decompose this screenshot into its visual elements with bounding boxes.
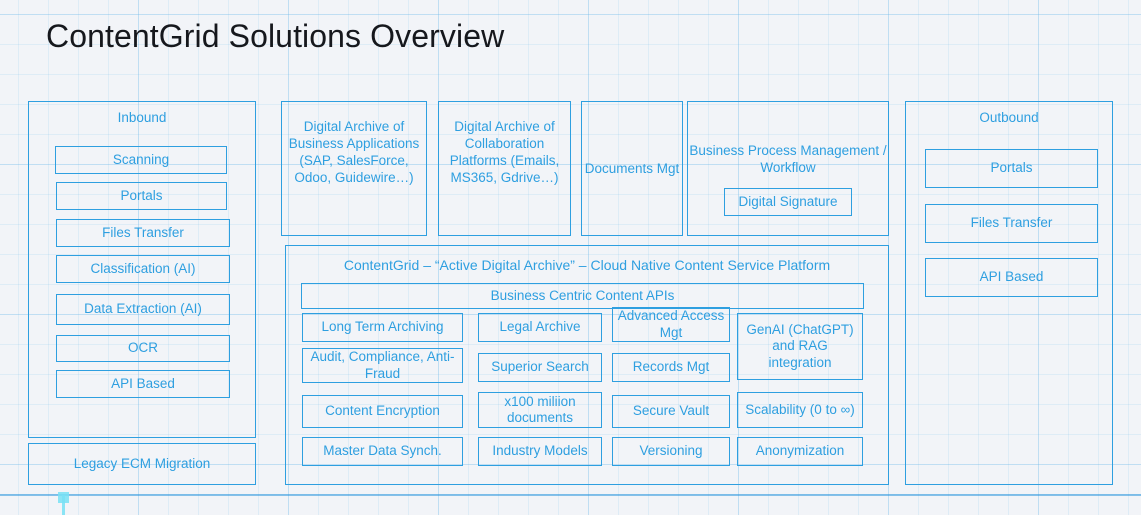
digital-signature-chip[interactable]: Digital Signature bbox=[724, 188, 852, 216]
top-box-label: Digital Archive of Business Applications… bbox=[288, 119, 420, 185]
capability-anonymization[interactable]: Anonymization bbox=[737, 437, 863, 466]
capability-secure-vault[interactable]: Secure Vault bbox=[612, 395, 730, 428]
outbound-item-api-based[interactable]: API Based bbox=[925, 258, 1098, 297]
section-outbound-label: Outbound bbox=[979, 110, 1039, 125]
top-box-label: Documents Mgt bbox=[584, 161, 680, 176]
inbound-item-classification-ai[interactable]: Classification (AI) bbox=[56, 255, 230, 283]
inbound-item-api-based[interactable]: API Based bbox=[56, 370, 230, 398]
section-contentgrid-platform[interactable]: ContentGrid – “Active Digital Archive” –… bbox=[285, 245, 889, 485]
grid-accent-line bbox=[0, 494, 1141, 496]
capability-x100-million-documents[interactable]: x100 miliion documents bbox=[478, 392, 602, 428]
top-box-label: Digital Archive of Collaboration Platfor… bbox=[449, 119, 560, 185]
outbound-item-files-transfer[interactable]: Files Transfer bbox=[925, 204, 1098, 243]
top-box-documents-mgt[interactable]: Documents Mgt bbox=[581, 101, 683, 236]
inbound-item-data-extraction-ai[interactable]: Data Extraction (AI) bbox=[56, 294, 230, 325]
inbound-item-files-transfer[interactable]: Files Transfer bbox=[56, 219, 230, 247]
capability-genai-rag[interactable]: GenAI (ChatGPT) and RAG integration bbox=[737, 313, 863, 380]
capability-content-encryption[interactable]: Content Encryption bbox=[302, 395, 463, 428]
top-box-label: Business Process Management / Workflow bbox=[689, 143, 887, 175]
canvas-guide-line bbox=[62, 495, 65, 515]
page-title: ContentGrid Solutions Overview bbox=[46, 18, 505, 54]
top-box-business-process-management[interactable]: Business Process Management / Workflow D… bbox=[687, 101, 889, 236]
section-inbound[interactable]: Inbound bbox=[28, 101, 256, 438]
capability-industry-models[interactable]: Industry Models bbox=[478, 437, 602, 466]
inbound-item-portals[interactable]: Portals bbox=[56, 182, 227, 210]
platform-title: ContentGrid – “Active Digital Archive” –… bbox=[343, 257, 831, 273]
top-box-digital-archive-business-applications[interactable]: Digital Archive of Business Applications… bbox=[281, 101, 427, 236]
capability-master-data-synch[interactable]: Master Data Synch. bbox=[302, 437, 463, 466]
capability-records-mgt[interactable]: Records Mgt bbox=[612, 353, 730, 382]
capability-superior-search[interactable]: Superior Search bbox=[478, 353, 602, 382]
inbound-item-scanning[interactable]: Scanning bbox=[55, 146, 227, 174]
outbound-item-portals[interactable]: Portals bbox=[925, 149, 1098, 188]
section-outbound[interactable]: Outbound bbox=[905, 101, 1113, 485]
section-inbound-label: Inbound bbox=[117, 110, 167, 125]
capability-versioning[interactable]: Versioning bbox=[612, 437, 730, 466]
top-box-digital-archive-collaboration-platforms[interactable]: Digital Archive of Collaboration Platfor… bbox=[438, 101, 571, 236]
inbound-item-ocr[interactable]: OCR bbox=[56, 335, 230, 362]
capability-audit-compliance-anti-fraud[interactable]: Audit, Compliance, Anti-Fraud bbox=[302, 348, 463, 383]
capability-advanced-access-mgt[interactable]: Advanced Access Mgt bbox=[612, 307, 730, 342]
capability-scalability[interactable]: Scalability (0 to ∞) bbox=[737, 392, 863, 428]
business-centric-content-apis-bar[interactable]: Business Centric Content APIs bbox=[301, 283, 864, 309]
legacy-ecm-migration[interactable]: Legacy ECM Migration bbox=[28, 443, 256, 485]
capability-long-term-archiving[interactable]: Long Term Archiving bbox=[302, 313, 463, 342]
capability-legal-archive[interactable]: Legal Archive bbox=[478, 313, 602, 342]
